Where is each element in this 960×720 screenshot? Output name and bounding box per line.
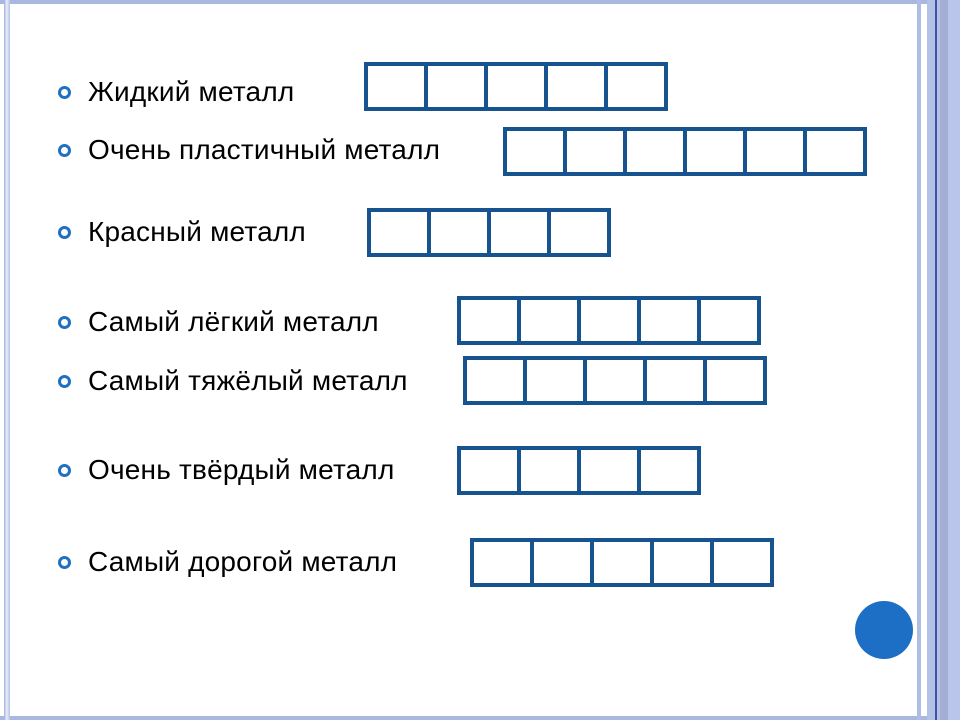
list-item-label: Красный металл — [88, 216, 306, 247]
answer-boxes-red-metal — [367, 208, 611, 257]
list-item-label: Самый тяжёлый металл — [88, 365, 408, 396]
list-item-label: Очень твёрдый металл — [88, 454, 395, 485]
letter-cell — [710, 542, 770, 583]
bullet-icon — [58, 555, 71, 569]
bullet-icon — [58, 225, 71, 239]
answer-boxes-expensive-metal — [470, 538, 774, 587]
frame-bottom-bar — [0, 716, 960, 720]
bullet-icon — [58, 463, 71, 477]
letter-cell — [517, 300, 577, 341]
letter-cell — [583, 360, 643, 401]
letter-cell — [683, 131, 743, 172]
answer-boxes-heaviest-metal — [463, 356, 767, 405]
letter-cell — [517, 450, 577, 491]
list-item-expensive-metal: Самый дорогой металл — [58, 545, 397, 579]
list-item-heaviest-metal: Самый тяжёлый металл — [58, 364, 408, 398]
letter-cell — [650, 542, 710, 583]
frame-right-thin-stripe — [917, 0, 921, 720]
letter-cell — [604, 66, 664, 107]
list-item-label: Самый лёгкий металл — [88, 306, 379, 337]
answer-boxes-plastic-metal — [503, 127, 867, 176]
letter-cell — [803, 131, 863, 172]
letter-cell — [368, 66, 424, 107]
letter-cell — [547, 212, 607, 253]
letter-cell — [697, 300, 757, 341]
list-item-label: Самый дорогой металл — [88, 546, 398, 577]
frame-right-band — [927, 0, 960, 720]
answer-boxes-liquid-metal — [364, 62, 668, 111]
list-item-label: Жидкий металл — [88, 76, 295, 107]
letter-cell — [623, 131, 683, 172]
frame-left-stripe — [4, 0, 10, 720]
letter-cell — [703, 360, 763, 401]
list-item-liquid-metal: Жидкий металл — [58, 75, 294, 109]
letter-cell — [474, 542, 530, 583]
letter-cell — [743, 131, 803, 172]
letter-cell — [507, 131, 563, 172]
letter-cell — [427, 212, 487, 253]
letter-cell — [577, 300, 637, 341]
letter-cell — [530, 542, 590, 583]
letter-cell — [461, 300, 517, 341]
bullet-icon — [58, 143, 71, 157]
letter-cell — [563, 131, 623, 172]
list-item-plastic-metal: Очень пластичный металл — [58, 133, 440, 167]
bullet-icon — [58, 374, 71, 388]
list-item-lightest-metal: Самый лёгкий металл — [58, 305, 379, 339]
bullet-icon — [58, 85, 71, 99]
frame-top-bar — [0, 0, 960, 4]
letter-cell — [577, 450, 637, 491]
answer-boxes-lightest-metal — [457, 296, 761, 345]
letter-cell — [523, 360, 583, 401]
letter-cell — [590, 542, 650, 583]
answer-boxes-hardest-metal — [457, 446, 701, 495]
list-item-red-metal: Красный металл — [58, 215, 306, 249]
letter-cell — [637, 300, 697, 341]
bullet-icon — [58, 315, 71, 329]
letter-cell — [544, 66, 604, 107]
letter-cell — [424, 66, 484, 107]
letter-cell — [484, 66, 544, 107]
list-item-hardest-metal: Очень твёрдый металл — [58, 453, 395, 487]
letter-cell — [467, 360, 523, 401]
letter-cell — [637, 450, 697, 491]
letter-cell — [643, 360, 703, 401]
accent-circle — [855, 601, 913, 659]
letter-cell — [371, 212, 427, 253]
letter-cell — [487, 212, 547, 253]
list-item-label: Очень пластичный металл — [88, 134, 441, 165]
letter-cell — [461, 450, 517, 491]
